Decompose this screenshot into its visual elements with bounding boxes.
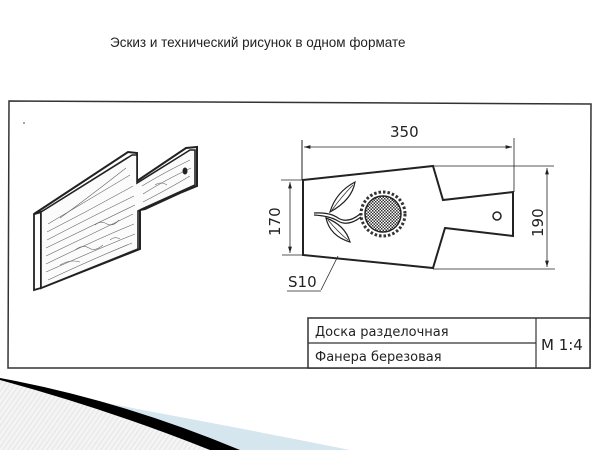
slide-title: Эскиз и технический рисунок в одном форм…: [110, 35, 406, 50]
title-block-name: Доска разделочная: [315, 325, 449, 340]
thickness-label: S10: [288, 273, 317, 291]
dimension-width-right: 190: [433, 165, 555, 270]
dimension-width-right-label: 190: [529, 208, 547, 237]
hang-hole-icon: [492, 211, 502, 221]
dimension-length-label: 350: [390, 123, 419, 141]
decorative-swoosh: [0, 378, 350, 450]
title-block-material: Фанера березовая: [315, 350, 442, 365]
sunflower-icon: [313, 180, 407, 243]
title-block-scale: М 1:4: [541, 336, 583, 354]
title-block: Доска разделочная Фанера березовая М 1:4: [307, 317, 591, 369]
board-front-view: [302, 164, 514, 270]
dimension-width-left: 170: [266, 179, 303, 256]
dimension-length: 350: [301, 123, 515, 192]
thickness-leader: S10: [287, 255, 339, 292]
isometric-board-drawing: [33, 145, 198, 292]
dimension-width-left-label: 170: [266, 207, 284, 236]
